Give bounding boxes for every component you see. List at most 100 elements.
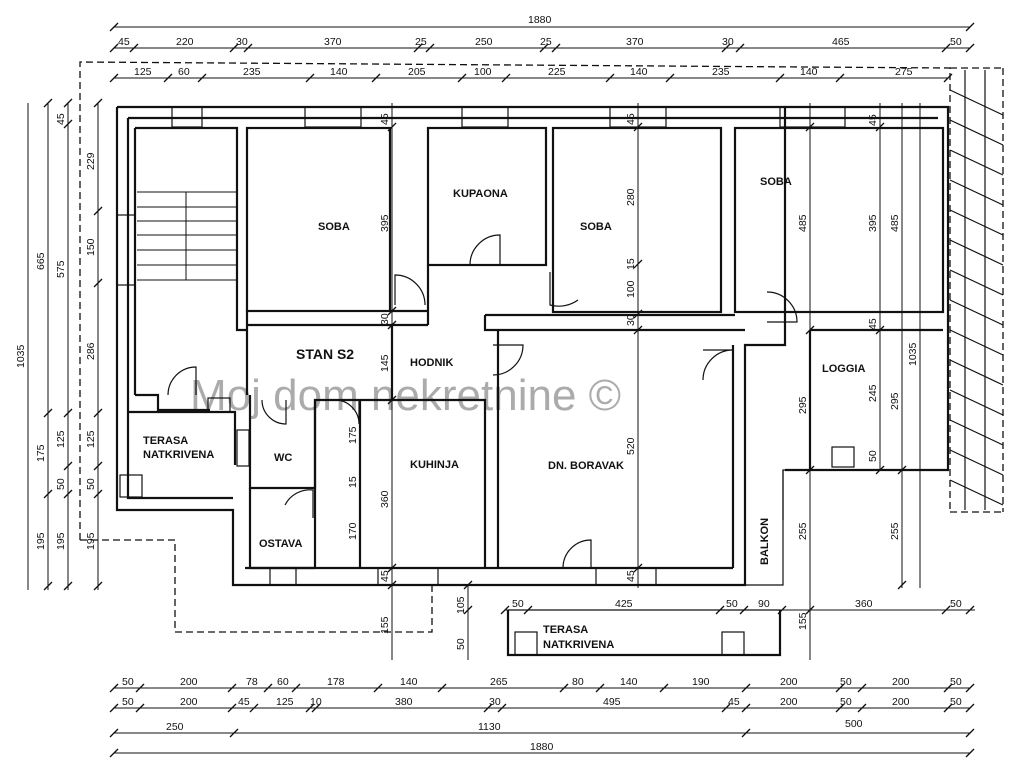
room-label-terasa-bottom-2: NATKRIVENA — [543, 639, 614, 651]
dim-left-286: 286 — [85, 342, 97, 360]
dim-left-50: 50 — [55, 478, 67, 490]
dim-int-15: 15 — [625, 258, 637, 270]
dashed-outline — [79, 61, 1004, 633]
dim-int-9: 45 — [379, 570, 391, 582]
dim-int-34: 425 — [615, 598, 633, 610]
dim-int-14: 280 — [625, 188, 637, 206]
dim-int-1: 45 — [379, 113, 391, 125]
dim-int-7: 360 — [379, 490, 391, 508]
dim-left-665: 665 — [35, 252, 47, 270]
dim-top2-1: 125 — [134, 66, 152, 78]
room-label-terasa-bottom: TERASA — [543, 624, 588, 636]
dim-top2-3: 235 — [243, 66, 261, 78]
dim-bot2-5: 10 — [310, 696, 322, 708]
dim-int-4: 145 — [379, 354, 391, 372]
dim-int-27: 295 — [889, 392, 901, 410]
room-label-kupaona: KUPAONA — [453, 188, 508, 200]
room-label-loggia: LOGGIA — [822, 363, 865, 375]
dim-int-36: 90 — [758, 598, 770, 610]
dim-top2-4: 140 — [330, 66, 348, 78]
dim-int-31: 255 — [889, 522, 901, 540]
dim-int-3: 30 — [379, 313, 391, 325]
dim-int-20: 45 — [867, 114, 879, 126]
dim-int-2: 395 — [379, 214, 391, 232]
dim-top2-6: 100 — [474, 66, 492, 78]
dim-top-11: 50 — [950, 36, 962, 48]
dim-bot2-4: 125 — [276, 696, 294, 708]
dim-top-3: 30 — [236, 36, 248, 48]
dim-top2-10: 140 — [800, 66, 818, 78]
dim-int-33: 50 — [512, 598, 524, 610]
dim-top-2: 220 — [176, 36, 194, 48]
dim-top2-5: 205 — [408, 66, 426, 78]
dim-bot1-7: 265 — [490, 676, 508, 688]
dim-int-6: 15 — [347, 476, 359, 488]
dim-int-32: 155 — [797, 612, 809, 630]
dim-top2-2: 60 — [178, 66, 190, 78]
dim-int-8: 170 — [347, 522, 359, 540]
dim-bot1-2: 200 — [180, 676, 198, 688]
dim-bot2-13: 50 — [950, 696, 962, 708]
dim-bot1-8: 80 — [572, 676, 584, 688]
dim-bot2-8: 495 — [603, 696, 621, 708]
dim-left-50b: 50 — [85, 478, 97, 490]
dim-left-195c: 195 — [85, 532, 97, 550]
dim-top2-8: 140 — [630, 66, 648, 78]
dim-int-5: 175 — [347, 426, 359, 444]
room-label-soba-2: SOBA — [580, 221, 612, 233]
room-label-ostava: OSTAVA — [259, 538, 302, 550]
dim-bot1-6: 140 — [400, 676, 418, 688]
dim-int-30: 255 — [797, 522, 809, 540]
dim-left-195b: 195 — [55, 532, 67, 550]
dim-left-229: 229 — [85, 152, 97, 170]
watermark: Moj dom nekretnine © — [190, 371, 621, 420]
dim-bot2-11: 50 — [840, 696, 852, 708]
dim-top-9: 30 — [722, 36, 734, 48]
unit-label: STAN S2 — [296, 346, 354, 362]
dim-bot2-10: 200 — [780, 696, 798, 708]
dim-left-195a: 195 — [35, 532, 47, 550]
dim-bottom-total: 1880 — [530, 741, 554, 753]
room-label-hodnik: HODNIK — [410, 357, 453, 369]
dim-top2-11: 275 — [895, 66, 913, 78]
dim-int-21: 485 — [797, 214, 809, 232]
dim-top2-7: 225 — [548, 66, 566, 78]
dim-int-19: 45 — [625, 570, 637, 582]
dim-int-23: 485 — [889, 214, 901, 232]
dim-int-13: 45 — [625, 113, 637, 125]
dim-int-17: 30 — [625, 314, 637, 326]
dim-bot1-10: 190 — [692, 676, 710, 688]
dim-int-25: 295 — [797, 396, 809, 414]
dim-int-10: 155 — [379, 616, 391, 634]
room-label-dn-boravak: DN. BORAVAK — [548, 460, 624, 472]
dim-bot2-12: 200 — [892, 696, 910, 708]
dim-top-10: 465 — [832, 36, 850, 48]
dim-int-16: 100 — [625, 280, 637, 298]
dim-bot1-9: 140 — [620, 676, 638, 688]
dim-bot1-12: 50 — [840, 676, 852, 688]
dim-left-45: 45 — [55, 113, 67, 125]
room-label-terasa-left-2: NATKRIVENA — [143, 449, 214, 461]
dim-bot1-4: 60 — [277, 676, 289, 688]
dim-left-575: 575 — [55, 260, 67, 278]
dim-top-5: 25 — [415, 36, 427, 48]
dim-int-22: 395 — [867, 214, 879, 232]
dim-bot2-1: 50 — [122, 696, 134, 708]
dim-left-175: 175 — [35, 444, 47, 462]
dim-left-150: 150 — [85, 238, 97, 256]
dim-left-total: 1035 — [15, 344, 27, 368]
dim-top-8: 370 — [626, 36, 644, 48]
staircase — [137, 191, 237, 281]
dim-int-28: 1035 — [907, 342, 919, 366]
dim-bot3-3: 500 — [845, 718, 863, 730]
dim-bot1-3: 78 — [246, 676, 258, 688]
dim-int-11: 105 — [455, 596, 467, 614]
dim-top-1: 45 — [118, 36, 130, 48]
dim-int-26: 245 — [867, 384, 879, 402]
room-label-balkon: BALKON — [759, 518, 771, 565]
room-label-terasa-left: TERASA — [143, 435, 188, 447]
dim-top-6: 250 — [475, 36, 493, 48]
room-label-soba-1: SOBA — [318, 221, 350, 233]
dim-int-12: 50 — [455, 638, 467, 650]
